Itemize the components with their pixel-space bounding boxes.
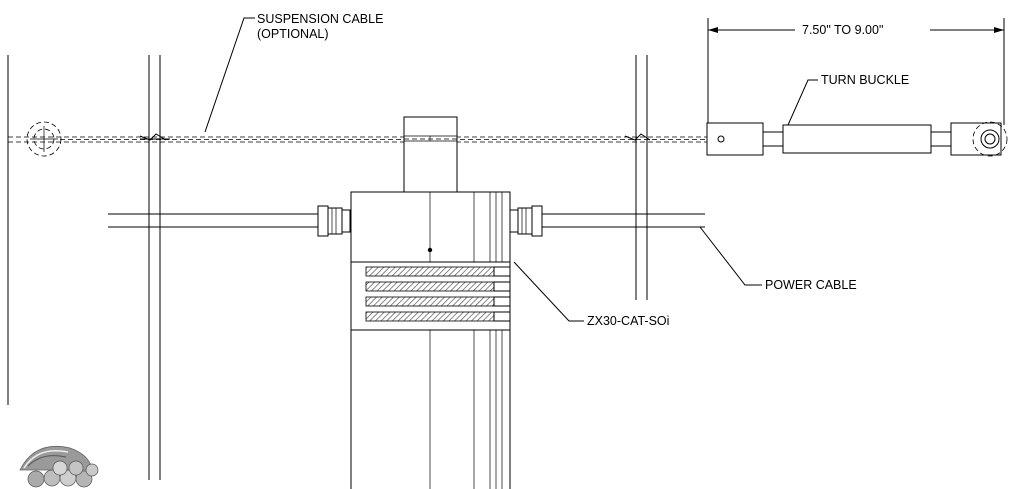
structure-left-post bbox=[140, 55, 170, 480]
suspension-cable bbox=[8, 136, 710, 143]
model-label: ZX30-CAT-SOi bbox=[513, 261, 669, 328]
model-text: ZX30-CAT-SOi bbox=[587, 314, 669, 328]
cable-break-symbol-right bbox=[624, 133, 651, 141]
turn-buckle-text: TURN BUCKLE bbox=[821, 73, 909, 87]
suspension-cable-label-line2: (OPTIONAL) bbox=[257, 27, 329, 41]
cable-gland-left bbox=[317, 205, 351, 237]
turn-buckle-label: TURN BUCKLE bbox=[787, 73, 909, 126]
lower-body bbox=[350, 329, 511, 489]
suspension-cable-label-line1: SUSPENSION CABLE bbox=[257, 12, 383, 26]
dimension-marker: 7.50" TO 9.00" bbox=[707, 18, 1005, 125]
wire-rope-image bbox=[19, 445, 99, 488]
power-cable bbox=[108, 213, 705, 228]
power-cable-label: POWER CABLE bbox=[699, 226, 857, 292]
cable-gland-right bbox=[509, 205, 543, 237]
structure-right-post bbox=[635, 55, 648, 300]
upper-mast bbox=[403, 116, 458, 193]
cable-break-symbol-left bbox=[139, 133, 167, 141]
turn-buckle-assembly bbox=[706, 121, 1008, 157]
junction-box bbox=[350, 191, 511, 263]
suspension-cable-label: SUSPENSION CABLE (OPTIONAL) bbox=[204, 12, 383, 133]
heat-sink-fins bbox=[350, 262, 511, 330]
left-anchor-eye bbox=[26, 121, 62, 157]
dimension-label: 7.50" TO 9.00" bbox=[802, 23, 883, 37]
power-cable-text: POWER CABLE bbox=[765, 278, 857, 292]
